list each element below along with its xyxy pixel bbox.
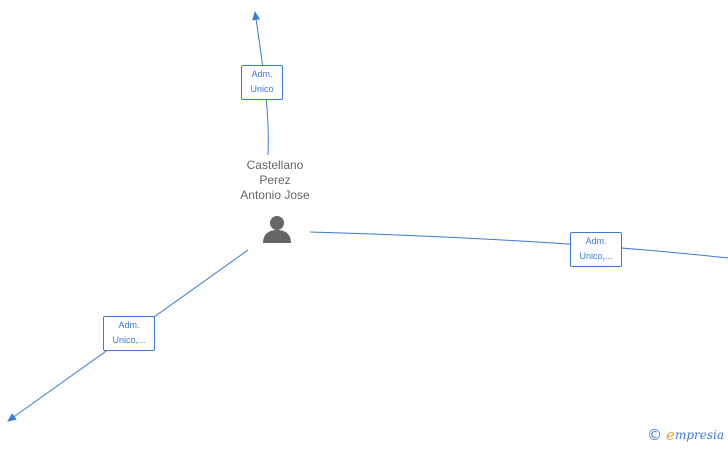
person-name-line-3: Antonio Jose [240, 188, 310, 202]
person-name[interactable]: Castellano Perez Antonio Jose [225, 158, 325, 203]
edge-label-up[interactable]: Adm. Unico [241, 65, 283, 100]
edge-label-right-line-1: Adm. [585, 236, 607, 246]
edge-label-right-line-2: Unico,... [579, 251, 613, 261]
person-icon[interactable] [262, 214, 292, 244]
edge-label-down-left-line-2: Unico,... [112, 335, 146, 345]
copyright-icon: © [647, 426, 663, 444]
brand-logo-text: mpresia [674, 428, 724, 442]
edge-label-right[interactable]: Adm. Unico,... [570, 232, 622, 267]
edge-label-up-line-1: Adm. [251, 69, 273, 79]
edge-line-right[interactable] [309, 231, 728, 259]
person-name-line-2: Perez [259, 173, 291, 187]
edge-label-down-left-line-1: Adm. [118, 320, 140, 330]
edge-label-up-line-2: Unico [250, 84, 274, 94]
person-name-line-1: Castellano [246, 158, 304, 172]
brand-logo-e: e [666, 426, 675, 444]
brand-logo: © e mpresia [647, 426, 724, 444]
edge-label-down-left[interactable]: Adm. Unico,... [103, 316, 155, 351]
